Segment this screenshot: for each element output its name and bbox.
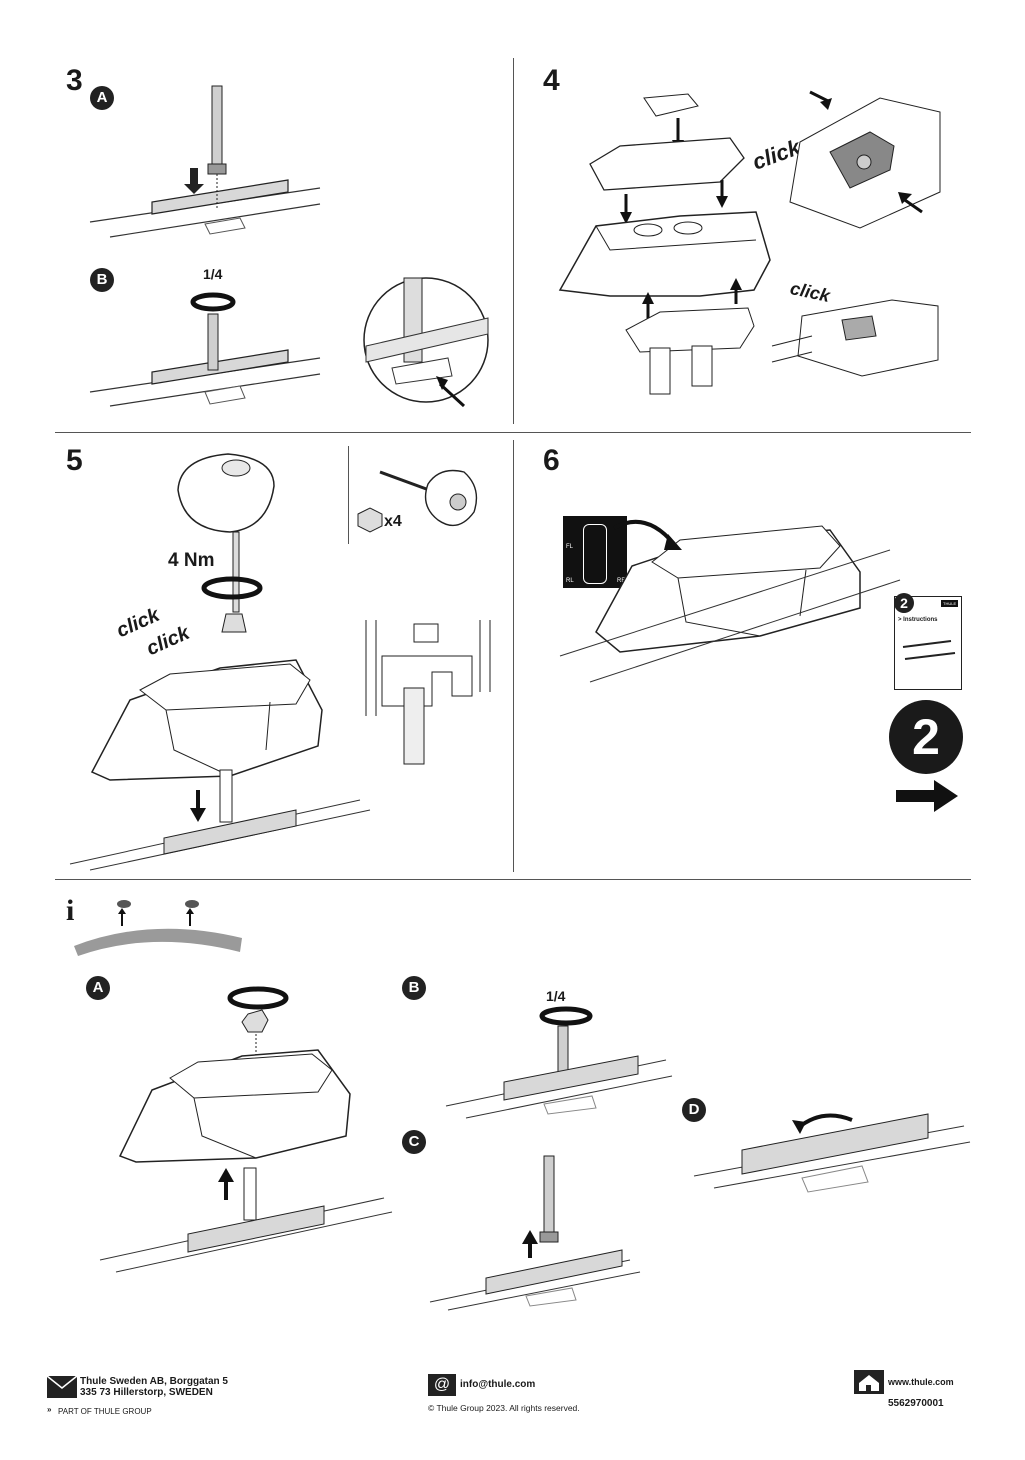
divider-vertical-mid	[513, 440, 514, 872]
step-4-detail-bottom	[771, 299, 939, 377]
car-outline	[583, 524, 607, 584]
at-icon: @	[428, 1374, 456, 1396]
step-5-torque-label: 4 Nm	[168, 550, 215, 571]
step-6-number: 6	[543, 444, 560, 477]
info-sub-d: D	[682, 1098, 706, 1122]
position-fl: FL	[566, 544, 574, 550]
arrow-right-icon	[896, 780, 958, 812]
next-booklet-number: 2	[912, 709, 940, 765]
booklet-number: 2	[894, 593, 914, 613]
divider-step5-inner	[348, 446, 349, 544]
info-sub-a: A	[86, 976, 110, 1000]
step-5-foot	[69, 659, 371, 871]
footer-group: PART OF THULE GROUP	[58, 1407, 152, 1416]
info-a-illustration	[99, 986, 393, 1273]
info-turn-label: 1/4	[546, 988, 566, 1004]
step-3-turn-label: 1/4	[203, 266, 223, 282]
footer-website[interactable]: www.thule.com	[888, 1377, 954, 1387]
rotate-icon	[190, 292, 236, 312]
divider-horizontal-2	[55, 879, 971, 880]
step-5-quantity: x4	[384, 513, 402, 530]
roof-curvature-diagram	[74, 900, 242, 956]
step-4-detail-top	[789, 90, 941, 229]
instructions-booklet: 2 THULE > Instructions	[894, 593, 962, 690]
footer-address-line1: Thule Sweden AB, Borggatan 5	[80, 1376, 228, 1387]
house-icon	[854, 1370, 884, 1394]
step-5-detail	[365, 620, 491, 765]
envelope-icon	[46, 1375, 78, 1398]
info-sub-c: C	[402, 1130, 426, 1154]
step-5-number: 5	[66, 444, 83, 477]
divider-horizontal-1	[55, 432, 971, 433]
info-d-illustration	[693, 1113, 971, 1193]
info-icon: i	[66, 894, 75, 927]
booklet-roof-bars	[902, 640, 956, 660]
footer-address-line2: 335 73 Hillerstorp, SWEDEN	[80, 1387, 213, 1398]
step-6-foot-on-roof	[559, 519, 901, 683]
step-4-number: 4	[543, 64, 560, 97]
step-3-number: 3	[66, 64, 83, 97]
step-3a-illustration	[89, 85, 321, 238]
info-c-illustration	[429, 1155, 641, 1311]
rotate-icon	[539, 1006, 593, 1026]
step-5-torque-wrench	[177, 453, 275, 633]
step-3b-illustration	[89, 292, 321, 407]
footer-email[interactable]: info@thule.com	[460, 1379, 536, 1390]
position-rr: RR	[617, 578, 626, 584]
step-5-hex-key	[357, 469, 478, 533]
booklet-brand: THULE	[941, 600, 959, 607]
info-b-illustration	[445, 1006, 673, 1119]
rotate-icon	[201, 576, 263, 600]
chevron-icon: »	[47, 1405, 52, 1414]
next-booklet-badge: 2	[889, 700, 963, 774]
step-3-sub-a: A	[90, 86, 114, 110]
step-3-sub-b: B	[90, 268, 114, 292]
info-sub-b: B	[402, 976, 426, 1000]
footer-doc-number: 5562970001	[888, 1398, 944, 1409]
step-3-detail-zoom	[363, 277, 489, 408]
position-rl: RL	[566, 578, 574, 584]
booklet-label: > Instructions	[898, 617, 938, 623]
rotate-icon	[227, 986, 289, 1010]
step-4-foot-exploded	[558, 93, 771, 395]
footer-copyright: © Thule Group 2023. All rights reserved.	[428, 1403, 580, 1413]
divider-vertical-top	[513, 58, 514, 424]
